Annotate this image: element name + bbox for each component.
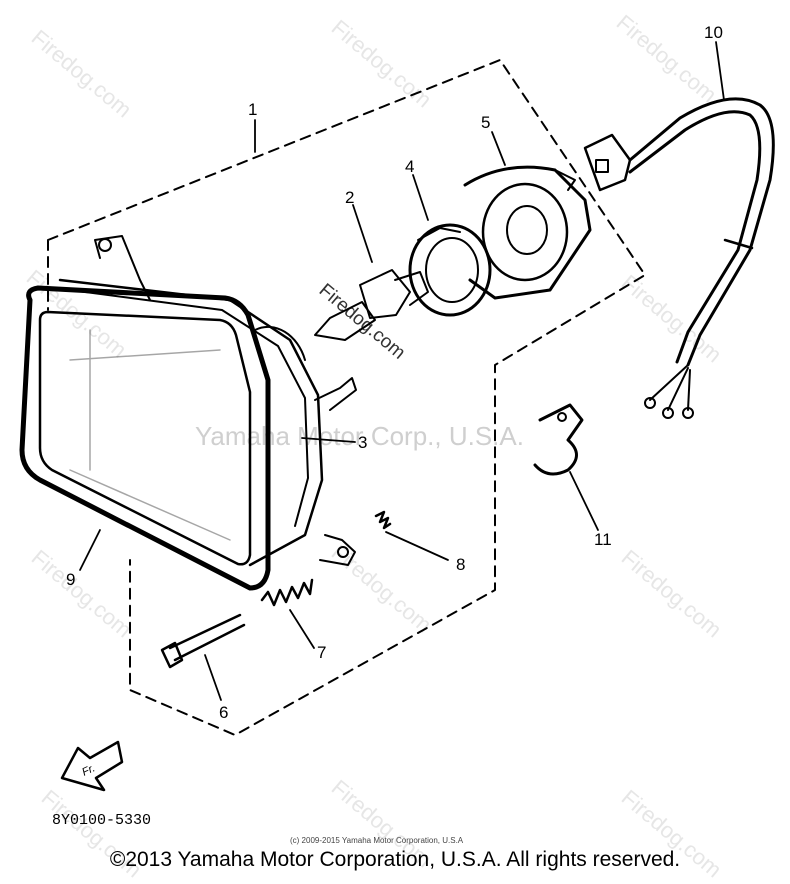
socket-cover [463,165,592,300]
callout-5: 5 [481,113,490,132]
callout-4: 4 [405,157,414,176]
callout-11: 11 [594,530,612,549]
callout-8: 8 [456,555,465,574]
copyright-notice: ©2013 Yamaha Motor Corporation, U.S.A. A… [109,848,681,871]
callout-3: 3 [358,433,367,452]
callout-6: 6 [219,703,228,722]
front-arrow-label: Fr. [80,762,97,778]
part-code: 8Y0100-5330 [52,812,151,829]
headlight-rim [19,285,271,591]
callout-9: 9 [66,570,75,589]
watermark-text: Firedog.com [327,15,437,113]
watermark-text: Firedog.com [27,545,137,643]
watermark-layer: Firedog.com Firedog.com Firedog.com Fire… [22,10,727,883]
small-copyright: (c) 2009-2015 Yamaha Motor Corporation, … [290,836,464,845]
assembly-dashed-outline [47,59,646,736]
wire-harness [583,97,775,419]
watermark-text: Firedog.com [327,540,437,638]
callout-labels: 1 2 3 4 5 6 7 8 9 10 11 [66,23,723,722]
bulb-holder [408,223,492,317]
spring [260,578,314,607]
callout-1: 1 [248,100,257,119]
watermark-text: Firedog.com [617,545,727,643]
front-arrow-icon: Fr. [60,740,124,792]
leader-lines [79,41,725,701]
callout-7: 7 [317,643,326,662]
screw [160,613,246,669]
small-spring [374,510,392,530]
callout-2: 2 [345,188,354,207]
clamp [533,403,584,476]
watermark-text: Firedog.com [27,25,137,123]
callout-10: 10 [704,23,723,42]
